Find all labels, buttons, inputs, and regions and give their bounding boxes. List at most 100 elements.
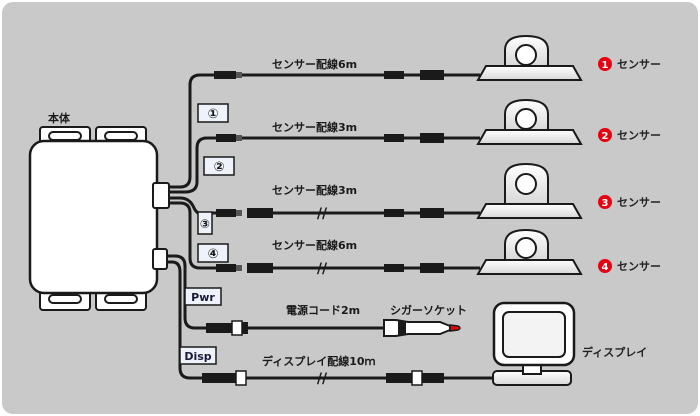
- sensor-base: [476, 203, 583, 219]
- port-label-disp: Disp: [179, 346, 217, 365]
- sensor-row-2: センサー配線3m 2 センサー: [216, 98, 661, 145]
- plug: [216, 209, 236, 217]
- display-label: ディスプレイ: [582, 345, 647, 359]
- mount-hole: [104, 294, 138, 304]
- sensor-label: センサー: [617, 129, 661, 142]
- sensor-row-1: センサー配線6m 1 センサー: [214, 34, 661, 81]
- plug: [384, 264, 404, 272]
- plug: [384, 71, 404, 79]
- port-label-pwr: Pwr: [184, 287, 222, 306]
- port-label-text: Pwr: [191, 291, 215, 304]
- port-label-3: ③: [197, 211, 213, 235]
- sensor-number: 1: [602, 60, 609, 71]
- port-label-1: ①: [197, 103, 229, 123]
- port-label-box: [184, 287, 222, 306]
- cigar-plug-grip: [398, 321, 406, 335]
- plug: [386, 373, 412, 383]
- display-screen: [502, 311, 566, 358]
- sensor-base: [476, 65, 583, 81]
- sensor-label: センサー: [617, 260, 661, 273]
- cigar-socket-plug: [383, 319, 461, 337]
- wire-label: 電源コード2m: [286, 303, 360, 317]
- port-label-box: [197, 103, 229, 123]
- sensor-number-badge: [598, 259, 612, 273]
- wire-label: センサー配線6m: [272, 238, 357, 252]
- plug-tip: [242, 322, 248, 334]
- plug: [206, 323, 232, 333]
- plug: [216, 264, 236, 272]
- wire-label: センサー配線6m: [272, 57, 357, 71]
- sensor-number-badge: [598, 57, 612, 71]
- sensor-row-3: // センサー配線3m 3 センサー: [216, 162, 661, 222]
- mount-hole: [48, 294, 82, 304]
- plug: [247, 263, 273, 273]
- port-label-box: [179, 346, 217, 365]
- plug: [420, 263, 444, 273]
- sensor-number-badge: [598, 195, 612, 209]
- plug-tip: [236, 210, 242, 216]
- sensor-connector: [152, 182, 170, 209]
- sensor: [476, 98, 583, 145]
- plug-tip: [236, 72, 242, 78]
- plug: [420, 208, 444, 218]
- wire-label: センサー配線3m: [272, 183, 357, 197]
- cigar-plug-body: [383, 319, 451, 337]
- plug: [216, 134, 236, 142]
- port-label-4: ④: [197, 243, 229, 263]
- wire-trunk-4: [168, 201, 218, 270]
- display-cord-row: // ディスプレイ配線10ｍ ディスプレイ: [202, 301, 647, 387]
- plug: [420, 70, 444, 80]
- sensor-eye: [515, 44, 537, 66]
- sensor-number: 4: [602, 262, 609, 273]
- plug: [420, 133, 444, 143]
- cut-mark: //: [317, 261, 328, 277]
- wire-label: ディスプレイ配線10ｍ: [262, 354, 376, 368]
- cut-mark: //: [317, 371, 328, 387]
- sensor-label: センサー: [617, 58, 661, 71]
- main-unit: 本体: [28, 111, 170, 311]
- mount-hole: [48, 131, 82, 141]
- sensor-eye: [515, 237, 537, 259]
- sensor-eye: [515, 108, 537, 130]
- plug: [384, 134, 404, 142]
- port-label-box: [203, 156, 235, 176]
- power-cord-row: 電源コード2m シガーソケット: [206, 303, 467, 337]
- main-unit-label: 本体: [48, 111, 71, 125]
- sensor: [476, 34, 583, 81]
- plug: [247, 208, 273, 218]
- port-label-box: [197, 243, 229, 263]
- sensor-number: 3: [602, 198, 609, 209]
- plug: [422, 373, 444, 383]
- cut-mark: //: [317, 206, 328, 222]
- sensor: [476, 228, 583, 275]
- sensor-number: 2: [602, 131, 609, 142]
- cigar-plug-tip: [449, 324, 461, 332]
- port-label-2: ②: [203, 156, 235, 176]
- display-trunk: [167, 260, 202, 380]
- port-label-box: [197, 211, 213, 235]
- sensor-base: [476, 259, 583, 275]
- plug: [202, 373, 236, 383]
- sensor-wire-bundle: [168, 73, 218, 270]
- socket-label: シガーソケット: [390, 303, 467, 317]
- plug-collar: [411, 370, 423, 386]
- main-unit-body: [28, 139, 159, 295]
- port-label-text: Disp: [184, 350, 211, 363]
- mount-hole: [104, 131, 138, 141]
- port-label-text: ③: [200, 217, 210, 231]
- display-monitor: [492, 301, 576, 386]
- sensor-label: センサー: [617, 196, 661, 209]
- sensor-row-4: // センサー配線6m 4 センサー: [216, 228, 661, 277]
- sensor-eye: [515, 173, 537, 195]
- plug: [384, 209, 404, 217]
- sensor-number-badge: [598, 128, 612, 142]
- wire-trunk-1: [168, 73, 216, 189]
- port-label-text: ①: [207, 107, 218, 122]
- plug-collar: [231, 320, 243, 336]
- plug-tip: [236, 135, 242, 141]
- plug-tip: [236, 265, 242, 271]
- output-connector: [152, 248, 168, 270]
- sensor-base: [476, 129, 583, 145]
